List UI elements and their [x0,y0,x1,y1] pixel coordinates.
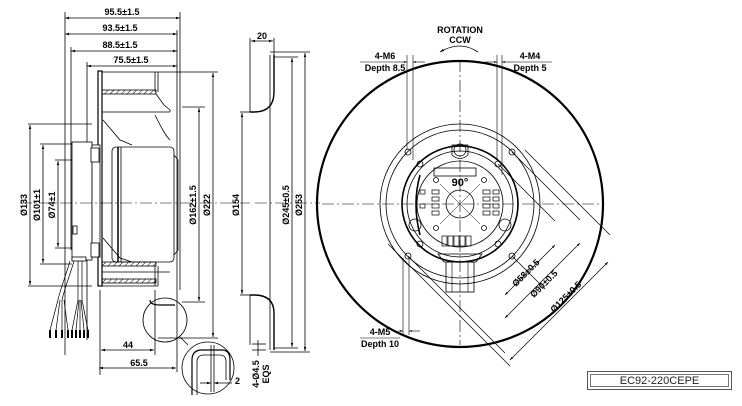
thread-m5-size: 4-M5 [370,327,391,337]
flange-view [240,38,320,356]
terminal-blocks [419,189,500,247]
m4-holes [416,160,502,248]
thread-m6-depth: Depth 8.5 [365,63,406,73]
lead-wires [49,260,89,338]
angle-label: 90° [452,177,469,189]
dim-d245: Ø245±0.5 [281,185,291,224]
thread-m6-size: 4-M6 [375,51,396,61]
dim-93-5: 93.5±1.5 [103,23,138,33]
rotation-label: ROTATION [437,25,483,35]
side-view-labels: 95.5±1.5 93.5±1.5 88.5±1.5 75.5±1.5 44 6… [19,7,240,386]
diameter-dimensions [28,71,218,339]
pcd-d125: Ø125±0.5 [548,279,583,314]
dim-d154: Ø154 [231,194,241,216]
model-label-box: EC92-220CEPE [587,371,732,390]
front-view [315,45,611,367]
dim-20: 20 [257,31,267,41]
impeller-side [71,70,179,287]
bottom-dimensions [99,290,178,375]
model-label: EC92-220CEPE [619,374,700,387]
dim-d162: Ø162±1.5 [188,185,198,224]
dim-2: 2 [235,376,240,386]
dim-d222: Ø222 [202,194,212,216]
flange-view-labels: 20 Ø154 Ø245±0.5 Ø253 4-Ø4.5 EQS [231,31,304,388]
dim-88-5: 88.5±1.5 [103,40,138,50]
rotation-direction: CCW [449,35,471,45]
holes-eqs: EQS [261,364,271,383]
dim-d101: Ø101±1 [32,189,42,221]
dim-44: 44 [123,340,133,350]
front-view-labels: ROTATION CCW 4-M6 Depth 8.5 4-M4 Depth 5… [361,25,583,349]
dim-65-5: 65.5 [130,358,148,368]
dim-d74: Ø74±1 [47,192,57,219]
thread-m4-size: 4-M4 [520,51,541,61]
dim-d253: Ø253 [294,194,304,216]
dim-75-5: 75.5±1.5 [114,55,149,65]
thread-m5-depth: Depth 10 [361,339,399,349]
thread-m4-depth: Depth 5 [513,63,546,73]
dim-d133: Ø133 [19,194,29,216]
holes-4-d4-5: 4-Ø4.5 [251,360,261,388]
side-view [20,12,250,395]
pcd-dimensions [387,149,611,367]
detail-callout [142,297,235,395]
dim-95-5: 95.5±1.5 [105,7,140,17]
